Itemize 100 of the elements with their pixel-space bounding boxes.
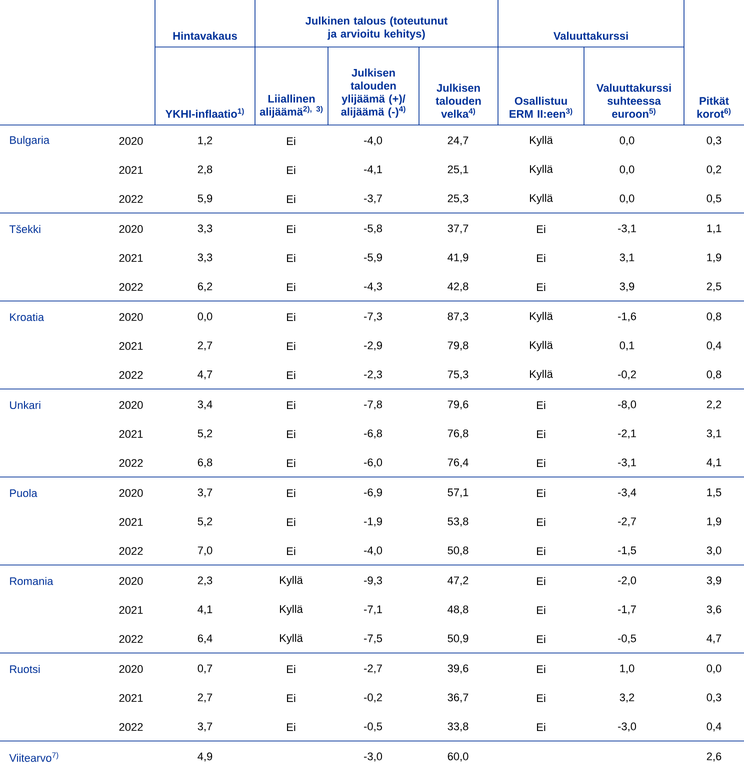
data-value: -2,9 bbox=[364, 341, 382, 351]
data-value: 3,2 bbox=[620, 693, 634, 703]
country-name: Kroatia bbox=[10, 312, 44, 322]
data-value: 1,1 bbox=[707, 224, 722, 234]
data-value: 0,8 bbox=[706, 370, 722, 380]
country-name: Romania bbox=[10, 576, 54, 586]
year-label: 2020 bbox=[119, 137, 143, 145]
column-heading: YKHI-inflaatio$^{1)}$ bbox=[165, 108, 244, 118]
data-value: 4,1 bbox=[198, 606, 212, 614]
data-value: 3,4 bbox=[198, 400, 212, 410]
data-value: -2,7 bbox=[618, 517, 636, 527]
data-value: 5,2 bbox=[198, 517, 212, 527]
data-value: 4,9 bbox=[198, 752, 212, 762]
data-value: 3,7 bbox=[198, 722, 212, 732]
country-name: Ruotsi bbox=[10, 664, 40, 674]
data-value: Ei bbox=[537, 635, 546, 643]
data-value: -4,0 bbox=[364, 136, 382, 146]
data-value: 3,3 bbox=[198, 224, 212, 234]
data-value: Ei bbox=[287, 166, 296, 174]
data-value: 3,9 bbox=[620, 282, 634, 292]
data-value: Ei bbox=[287, 342, 296, 350]
data-value: -0,5 bbox=[618, 634, 636, 644]
data-value: Kyllä bbox=[530, 312, 553, 322]
data-value: Ei bbox=[537, 694, 546, 702]
group-heading: Valuuttakurssi bbox=[553, 32, 628, 40]
year-label: 2022 bbox=[119, 635, 143, 643]
data-value: Ei bbox=[537, 459, 546, 467]
data-value: 79,6 bbox=[448, 400, 468, 410]
data-value: Ei bbox=[537, 723, 546, 731]
data-value: 2,6 bbox=[706, 752, 722, 762]
year-label: 2021 bbox=[119, 254, 143, 262]
data-value: 0,3 bbox=[706, 136, 722, 146]
year-label: 2020 bbox=[119, 489, 143, 497]
column-heading: Julkisen talouden ylijäämä (+)/ alijäämä (-)$^{4)}$ bbox=[341, 68, 406, 118]
data-value: 53,8 bbox=[448, 517, 468, 527]
data-value: -3,1 bbox=[618, 458, 636, 468]
data-value: 3,1 bbox=[706, 429, 722, 439]
data-value: Ei bbox=[287, 137, 296, 145]
data-value: 0,1 bbox=[620, 341, 634, 351]
data-value: 3,6 bbox=[706, 605, 722, 615]
data-value: Ei bbox=[287, 195, 296, 203]
country-name: Tšekki bbox=[9, 224, 40, 234]
data-value: 6,8 bbox=[198, 458, 212, 468]
data-value: 25,1 bbox=[448, 165, 468, 175]
data-value: 47,2 bbox=[448, 576, 468, 586]
data-value: 50,8 bbox=[448, 546, 468, 556]
column-heading: Liiallinen alijäämä$^{2), 3)}$ bbox=[260, 94, 323, 118]
data-value: 2,8 bbox=[198, 165, 212, 175]
data-value: Kyllä bbox=[530, 194, 553, 204]
year-label: 2021 bbox=[119, 694, 143, 702]
data-value: 33,8 bbox=[448, 722, 468, 732]
column-heading: Valuuttakurssi suhteessa euroon$^{5)}$ bbox=[596, 84, 671, 118]
data-value: -2,3 bbox=[364, 370, 382, 380]
data-value: 3,9 bbox=[706, 576, 722, 586]
data-value: 36,7 bbox=[448, 693, 468, 703]
year-label: 2021 bbox=[119, 342, 143, 350]
year-label: 2022 bbox=[119, 283, 143, 291]
data-value: -7,5 bbox=[364, 634, 382, 644]
data-value: -2,7 bbox=[364, 664, 382, 674]
data-value: -0,2 bbox=[618, 370, 636, 380]
reference-label: Viitearvo$^{7)}$ bbox=[9, 752, 58, 762]
data-value: Ei bbox=[537, 577, 546, 585]
data-value: Kyllä bbox=[530, 164, 553, 176]
data-value: Ei bbox=[287, 225, 296, 233]
data-value: -1,6 bbox=[618, 312, 636, 322]
data-value: Kyllä bbox=[280, 576, 303, 586]
data-value: Ei bbox=[287, 459, 296, 467]
data-value: -3,0 bbox=[364, 752, 382, 762]
data-value: 39,6 bbox=[448, 664, 468, 674]
data-value: 5,2 bbox=[198, 429, 212, 439]
data-value: 7,0 bbox=[198, 546, 212, 556]
data-value: Ei bbox=[287, 371, 296, 379]
data-value: 48,8 bbox=[448, 605, 468, 615]
year-label: 2021 bbox=[119, 430, 143, 438]
data-value: -1,9 bbox=[364, 517, 382, 527]
data-value: -3,4 bbox=[618, 488, 636, 498]
data-value: Kyllä bbox=[280, 604, 303, 616]
data-value: 1,9 bbox=[707, 253, 722, 263]
data-value: 2,7 bbox=[198, 341, 212, 351]
data-value: 0,5 bbox=[706, 194, 722, 204]
data-value: Ei bbox=[537, 606, 546, 614]
data-value: -9,3 bbox=[364, 576, 382, 586]
data-value: 0,0 bbox=[198, 312, 212, 322]
year-label: 2022 bbox=[119, 547, 143, 555]
data-value: -5,9 bbox=[364, 253, 382, 263]
data-value: Ei bbox=[537, 401, 546, 409]
data-value: -2,0 bbox=[618, 576, 636, 586]
data-value: 0,0 bbox=[620, 136, 634, 146]
data-value: -4,0 bbox=[364, 546, 382, 556]
country-name: Unkari bbox=[10, 400, 40, 410]
data-value: 2,7 bbox=[198, 693, 212, 703]
data-value: 1,0 bbox=[620, 664, 634, 674]
data-value: 0,7 bbox=[198, 664, 212, 674]
data-value: Ei bbox=[287, 401, 296, 409]
data-value: -4,1 bbox=[364, 166, 382, 174]
data-value: 2,2 bbox=[706, 400, 722, 410]
data-value: 42,8 bbox=[448, 282, 468, 292]
data-value: -0,2 bbox=[364, 693, 382, 703]
data-value: 0,0 bbox=[620, 194, 634, 204]
data-value: 6,4 bbox=[198, 634, 212, 644]
